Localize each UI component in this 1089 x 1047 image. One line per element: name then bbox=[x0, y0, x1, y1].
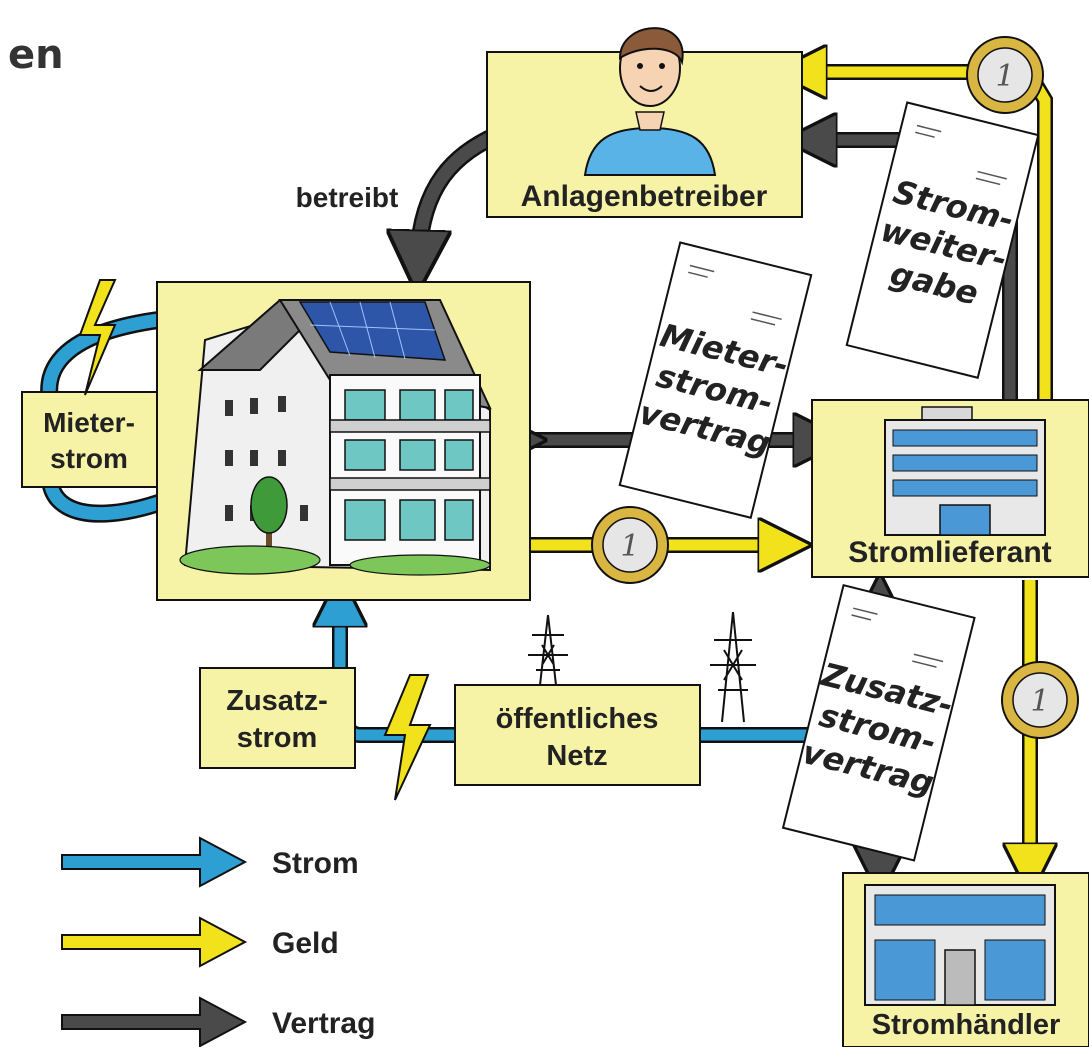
euro-coin-icon: 1 bbox=[966, 36, 1044, 114]
trader-building-icon bbox=[864, 884, 1056, 1006]
apartment-house-illustration bbox=[179, 298, 492, 576]
person-icon bbox=[583, 27, 717, 176]
power-pylon-icon bbox=[710, 611, 756, 723]
heading-fragment: en bbox=[8, 32, 64, 78]
svg-text:1: 1 bbox=[620, 529, 639, 564]
netz-label-line2: Netz bbox=[546, 740, 607, 772]
power-pylon-icon bbox=[528, 614, 568, 686]
svg-text:1: 1 bbox=[1030, 684, 1049, 719]
office-building-icon bbox=[884, 406, 1046, 536]
euro-coin-icon: 1 bbox=[591, 506, 669, 584]
mieterstrom-box bbox=[21, 391, 158, 488]
lightning-icon bbox=[383, 674, 432, 801]
legend-item-strom: Strom bbox=[61, 836, 359, 888]
zusatzstrom-box bbox=[199, 667, 356, 769]
zusatzstrom-label-line2: strom bbox=[237, 722, 318, 754]
legend-label-vertrag: Vertrag bbox=[272, 1007, 375, 1040]
legend-item-geld: Geld bbox=[61, 916, 339, 968]
legend-item-vertrag: Vertrag bbox=[61, 996, 375, 1047]
mieterstrom-label-line1: Mieter- bbox=[43, 407, 135, 438]
mieterstrom-label-line2: strom bbox=[50, 443, 128, 474]
document-stromweitergabe: Strom- weiter- gabe bbox=[845, 101, 1040, 379]
stromlieferant-label: Stromlieferant bbox=[848, 536, 1051, 569]
betreibt-label: betreibt bbox=[296, 182, 399, 213]
lightning-icon bbox=[78, 279, 117, 396]
anlagenbetreiber-label: Anlagenbetreiber bbox=[521, 180, 768, 213]
stromhaendler-label: Stromhändler bbox=[872, 1009, 1061, 1041]
document-mieterstromvertrag: Mieter- strom- vertrag bbox=[618, 241, 813, 519]
legend-label-strom: Strom bbox=[272, 847, 359, 880]
legend-label-geld: Geld bbox=[272, 927, 339, 960]
euro-coin-icon: 1 bbox=[1001, 661, 1079, 739]
document-zusatzstromvertrag: Zusatz- strom- vertrag bbox=[781, 583, 976, 862]
svg-text:1: 1 bbox=[995, 59, 1014, 94]
legend: Strom Geld Vertrag bbox=[61, 836, 375, 1047]
netz-box bbox=[454, 684, 701, 786]
zusatzstrom-label-line1: Zusatz- bbox=[226, 685, 328, 717]
netz-label-line1: öffentliches bbox=[496, 703, 659, 735]
